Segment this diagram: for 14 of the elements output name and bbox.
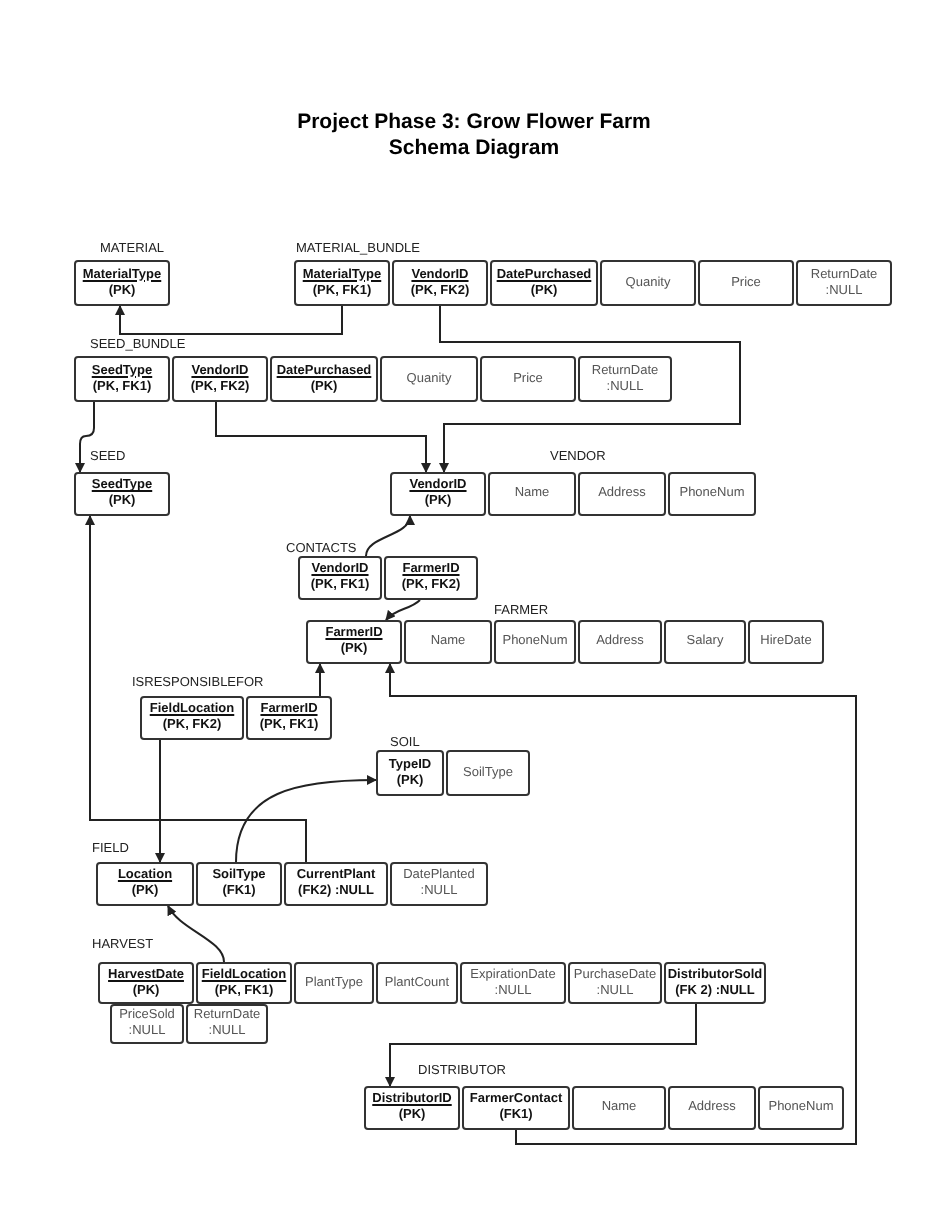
arrow <box>439 305 741 473</box>
title: Project Phase 3: Grow Flower Farm Schema Diagram <box>295 110 653 162</box>
arrow <box>155 739 165 863</box>
arrow <box>385 599 421 621</box>
arrow <box>115 305 343 335</box>
arrow <box>235 775 377 863</box>
arrow <box>85 515 307 863</box>
arrow <box>75 401 95 473</box>
arrow <box>215 401 431 473</box>
arrow <box>365 515 414 557</box>
arrow <box>385 663 857 1145</box>
arrow <box>167 905 225 963</box>
arrow <box>315 663 325 697</box>
arrow <box>385 1003 697 1087</box>
